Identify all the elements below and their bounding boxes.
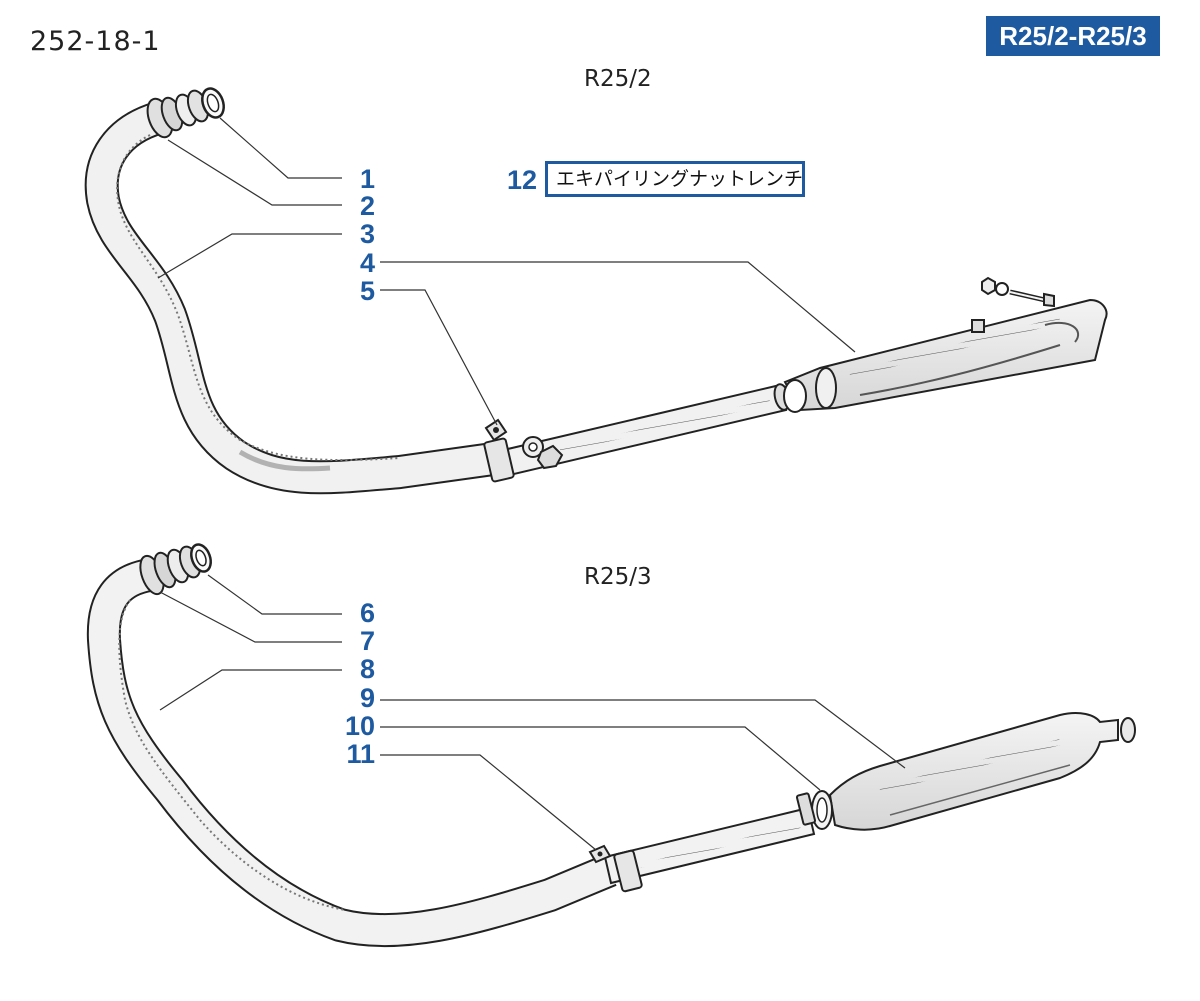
section-title-r25-2: R25/2 xyxy=(584,66,652,92)
callout-6: 6 xyxy=(359,598,375,628)
callout-7: 7 xyxy=(359,626,375,656)
r25-2-nut xyxy=(522,436,564,470)
r25-2-pipe-flange xyxy=(146,96,184,139)
callout-11: 11 xyxy=(346,739,375,769)
callout-5: 5 xyxy=(359,276,375,306)
callout-2: 2 xyxy=(359,191,375,221)
tool-label-box: エキパイリングナットレンチ xyxy=(545,161,805,197)
callout-10: 10 xyxy=(344,711,375,741)
callout-8: 8 xyxy=(359,654,375,684)
callout-12: 12 xyxy=(506,165,537,195)
r25-2-leader-lines xyxy=(157,117,856,426)
r25-3-exhaust-pipe xyxy=(86,558,617,948)
r25-2-ring-nut xyxy=(174,87,225,127)
model-badge: R25/2-R25/3 xyxy=(986,16,1160,56)
r25-2-bolt xyxy=(981,276,1055,308)
page-code: 252-18-1 xyxy=(30,26,161,57)
r25-3-muffler-clamp xyxy=(795,792,817,826)
callout-3: 3 xyxy=(359,219,375,249)
callout-9: 9 xyxy=(359,683,375,713)
r25-3-exhaust-assembly xyxy=(86,543,1136,948)
section-title-r25-3: R25/3 xyxy=(584,564,652,590)
r25-3-connector-pipe xyxy=(603,806,816,885)
r25-2-muffler xyxy=(783,298,1108,413)
r25-3-leader-lines xyxy=(159,574,906,851)
r25-2-clamp xyxy=(483,418,515,483)
callout-1: 1 xyxy=(359,164,375,194)
r25-3-muffler xyxy=(811,712,1136,831)
r25-3-ring-nut xyxy=(166,543,212,584)
r25-2-exhaust-pipe xyxy=(84,101,503,495)
callout-4: 4 xyxy=(359,248,375,278)
r25-3-clamp xyxy=(588,844,643,893)
r25-2-exhaust-assembly xyxy=(84,87,1108,495)
